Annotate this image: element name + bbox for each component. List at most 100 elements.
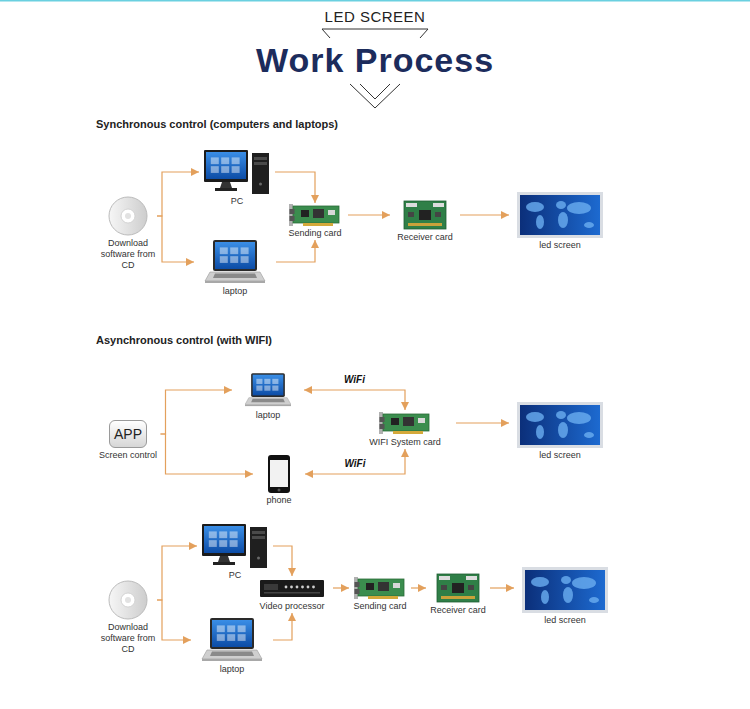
map-continent	[589, 597, 599, 603]
device-caption: Sending card	[350, 601, 410, 612]
app-node: APPScreen control	[97, 420, 160, 461]
screen-tile	[219, 531, 227, 538]
flow-arrow	[157, 546, 197, 600]
screen-icon	[517, 192, 603, 238]
monitor-frame	[202, 524, 246, 556]
device-node: led screen	[510, 192, 610, 251]
laptop-icon	[201, 618, 263, 662]
header-label: LED SCREEN	[0, 8, 750, 26]
receiver-board	[404, 201, 446, 229]
screen-tile	[227, 634, 235, 641]
map-continent	[563, 587, 573, 603]
device-caption: phone	[254, 495, 304, 506]
laptop-base	[205, 272, 265, 281]
card-board	[293, 206, 339, 223]
laptop-keyboard	[213, 274, 257, 279]
screen-tile	[238, 625, 246, 632]
processor-button	[307, 586, 310, 589]
screen-tile	[209, 540, 217, 547]
pc-tower	[252, 153, 269, 194]
laptop-lid	[213, 240, 257, 271]
card-chip	[366, 583, 374, 590]
map-continent	[531, 577, 549, 587]
header-stroke	[322, 29, 330, 38]
device-caption: laptop	[195, 286, 275, 297]
card-socket	[328, 210, 335, 215]
screen-tile	[238, 634, 246, 641]
screen-frame	[517, 192, 603, 238]
screen-tile	[211, 166, 219, 173]
flow-arrow	[490, 587, 514, 588]
flow-arrow	[460, 214, 509, 215]
screen-tile	[272, 379, 278, 384]
power-button	[257, 557, 260, 560]
map-continent	[526, 202, 544, 212]
device-node: laptop	[192, 618, 272, 675]
header-chevron	[350, 84, 400, 108]
laptop-keyboard	[251, 399, 285, 402]
laptop-base	[245, 398, 291, 405]
device-caption: led screen	[515, 615, 615, 626]
rcard-icon	[403, 200, 447, 230]
flow-arrow	[348, 214, 390, 215]
laptop-lid	[210, 618, 254, 649]
screen-panel	[520, 405, 600, 445]
device-caption: Download software from CD	[100, 238, 156, 271]
phone-icon	[267, 455, 291, 493]
monitor-screen	[206, 152, 246, 179]
drive-bay	[254, 162, 267, 165]
flow-arrow	[304, 390, 405, 410]
device-caption: Sending card	[283, 228, 347, 239]
receiver-socket	[439, 576, 450, 580]
drive-bay	[252, 536, 265, 539]
laptop-lid	[251, 373, 285, 397]
cd-icon	[108, 196, 148, 236]
card-contacts	[393, 431, 423, 434]
map-continent	[584, 432, 594, 438]
drive-bay	[254, 157, 267, 160]
map-continent	[572, 577, 596, 589]
vp-icon	[260, 577, 324, 599]
screen-tile	[217, 625, 225, 632]
flow-arrow	[275, 172, 315, 203]
map-continent	[556, 411, 566, 419]
device-caption: laptop	[233, 410, 303, 421]
section-heading: Asynchronous control (with WIFI)	[96, 334, 272, 347]
pc-icon	[200, 524, 270, 568]
screen-panel	[520, 195, 600, 235]
screen-panel	[525, 570, 605, 610]
receiver-chip	[408, 212, 414, 217]
card-bracket	[379, 412, 383, 434]
device-node: laptop	[233, 372, 303, 421]
device-node: led screen	[510, 402, 610, 461]
laptop-icon	[245, 372, 291, 408]
processor-display	[264, 584, 278, 590]
header-underline	[322, 29, 428, 30]
receiver-chip	[452, 583, 464, 593]
receiver-socket	[433, 203, 444, 207]
screen-tile	[217, 634, 225, 641]
device-caption: PC	[198, 570, 272, 581]
screen-frame	[517, 402, 603, 448]
receiver-pins	[441, 596, 475, 599]
device-node: PC	[198, 524, 272, 581]
device-caption: Video processor	[252, 601, 332, 612]
card-icon	[289, 204, 341, 226]
disc-hole	[125, 213, 131, 219]
flow-arrow	[333, 587, 349, 588]
card-chip	[391, 418, 399, 425]
device-caption: led screen	[510, 450, 610, 461]
processor-trim	[264, 592, 320, 594]
device-node: WIFI System card	[355, 411, 455, 448]
monitor-base	[213, 562, 235, 565]
flow-arrow	[157, 172, 199, 216]
drive-bay	[252, 531, 265, 534]
card-board	[383, 414, 429, 431]
card-port	[380, 424, 385, 429]
device-node: Download software from CD	[100, 580, 156, 655]
device-node: phone	[254, 455, 304, 506]
screen-tile	[209, 531, 217, 538]
phone-screen	[270, 460, 288, 487]
screen-tile	[221, 166, 229, 173]
